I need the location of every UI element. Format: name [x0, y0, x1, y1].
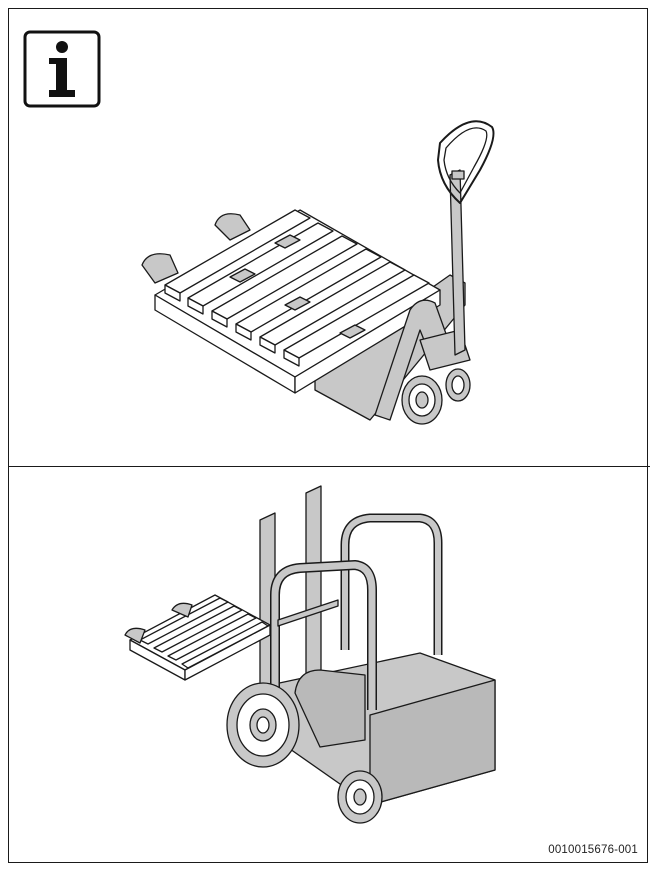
info-icon — [23, 30, 101, 108]
forklift-illustration — [120, 485, 510, 830]
section-divider — [8, 466, 650, 467]
pallet-jack-illustration — [120, 115, 510, 435]
document-code: 0010015676-001 — [548, 844, 638, 856]
